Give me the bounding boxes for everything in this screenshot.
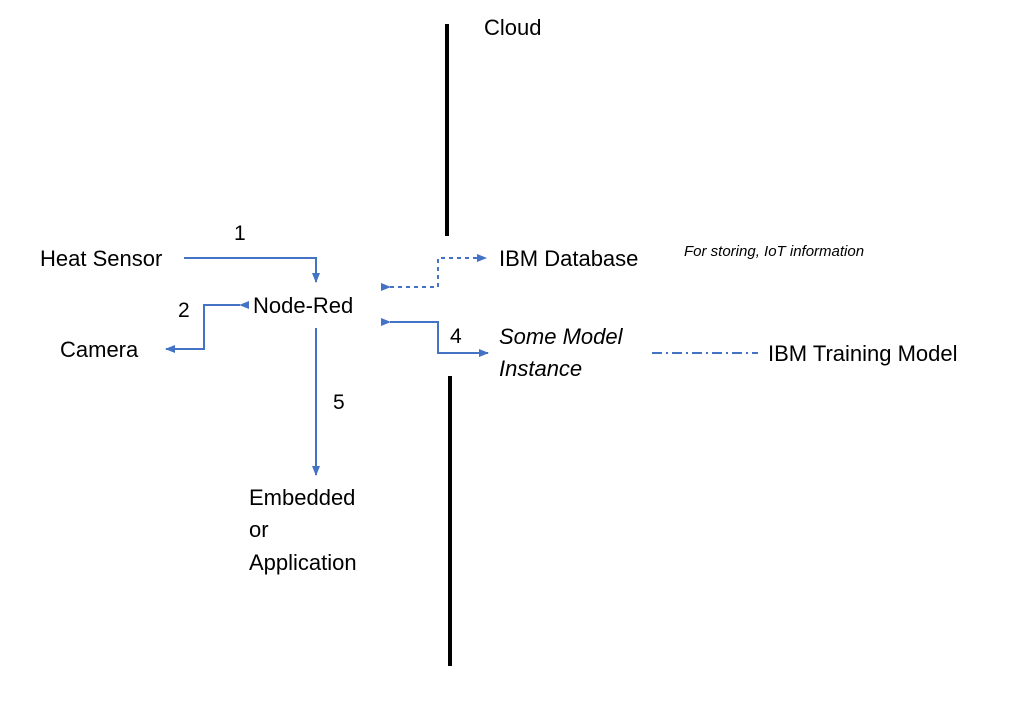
output-label-line2: or (249, 517, 269, 542)
arrow-node-red-to-ibm-database (381, 254, 487, 291)
model-instance-label-line2: Instance (499, 356, 583, 381)
arrow-node-red-to-camera (165, 301, 249, 353)
model-instance-label-line1: Some Model (499, 324, 623, 349)
ibm-training-model-label: IBM Training Model (768, 341, 958, 366)
camera-label: Camera (60, 337, 139, 362)
arrow-heat-sensor-to-node-red (184, 257, 320, 283)
step-number-1: 1 (234, 222, 246, 245)
output-label-line1: Embedded (249, 485, 356, 510)
step-number-5: 5 (333, 391, 345, 414)
output-label-line3: Application (249, 550, 357, 575)
database-note: For storing, IoT information (684, 243, 865, 260)
heat-sensor-label: Heat Sensor (40, 246, 163, 271)
arrow-node-red-to-model-instance (381, 318, 489, 357)
node-red-label: Node-Red (253, 293, 354, 318)
step-number-2: 2 (178, 299, 190, 322)
ibm-database-label: IBM Database (499, 246, 639, 271)
step-number-4: 4 (450, 325, 462, 348)
cloud-label: Cloud (484, 15, 542, 40)
